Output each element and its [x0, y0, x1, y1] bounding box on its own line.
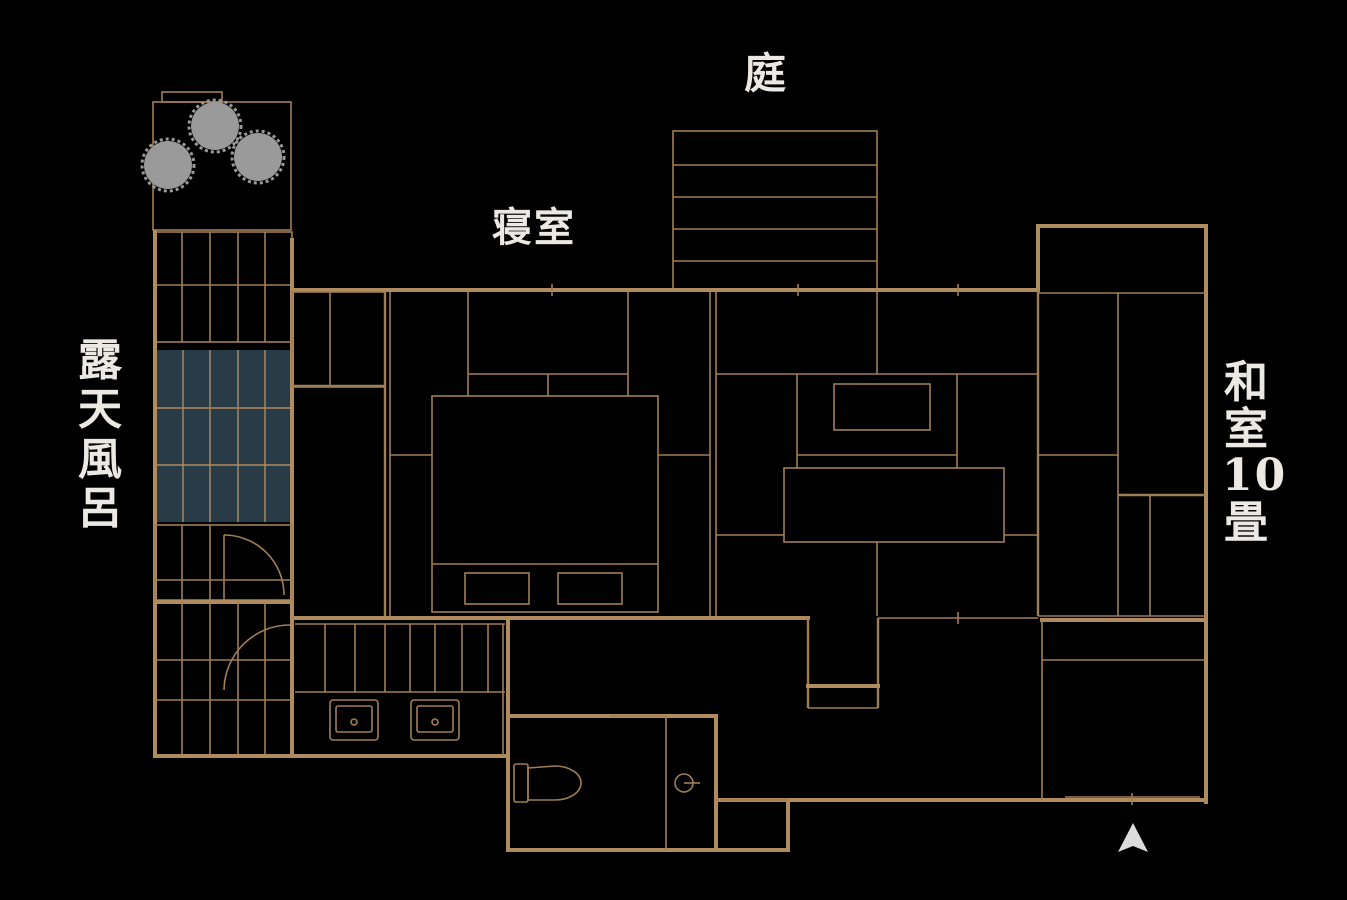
corridor: [806, 612, 1038, 709]
living-room: [716, 284, 1038, 616]
tree-icon: [140, 137, 196, 193]
outer-walls: [153, 224, 1208, 852]
toilet-icon: [513, 763, 582, 803]
tree-icon: [187, 98, 243, 154]
courtyard-garden: [140, 91, 292, 231]
bath-tub: [155, 350, 292, 522]
wooden-deck: [672, 130, 878, 291]
sink-icon: [410, 699, 460, 741]
washroom: [295, 623, 505, 756]
label-bedroom: 寝室: [492, 204, 576, 251]
toilet-room: [506, 714, 788, 852]
label-open-air-bath: 露 天 風 呂: [78, 335, 124, 534]
bedroom-room: [291, 284, 717, 616]
sink-icon: [674, 773, 700, 793]
north-arrow-icon: [1118, 823, 1148, 852]
tree-icon: [230, 129, 286, 185]
label-garden: 庭: [744, 49, 789, 98]
washitsu-room: [1036, 290, 1208, 805]
open-air-bath-area: [153, 230, 294, 758]
low-table: [783, 467, 1005, 543]
sink-icon: [329, 699, 379, 741]
bed: [431, 395, 659, 613]
